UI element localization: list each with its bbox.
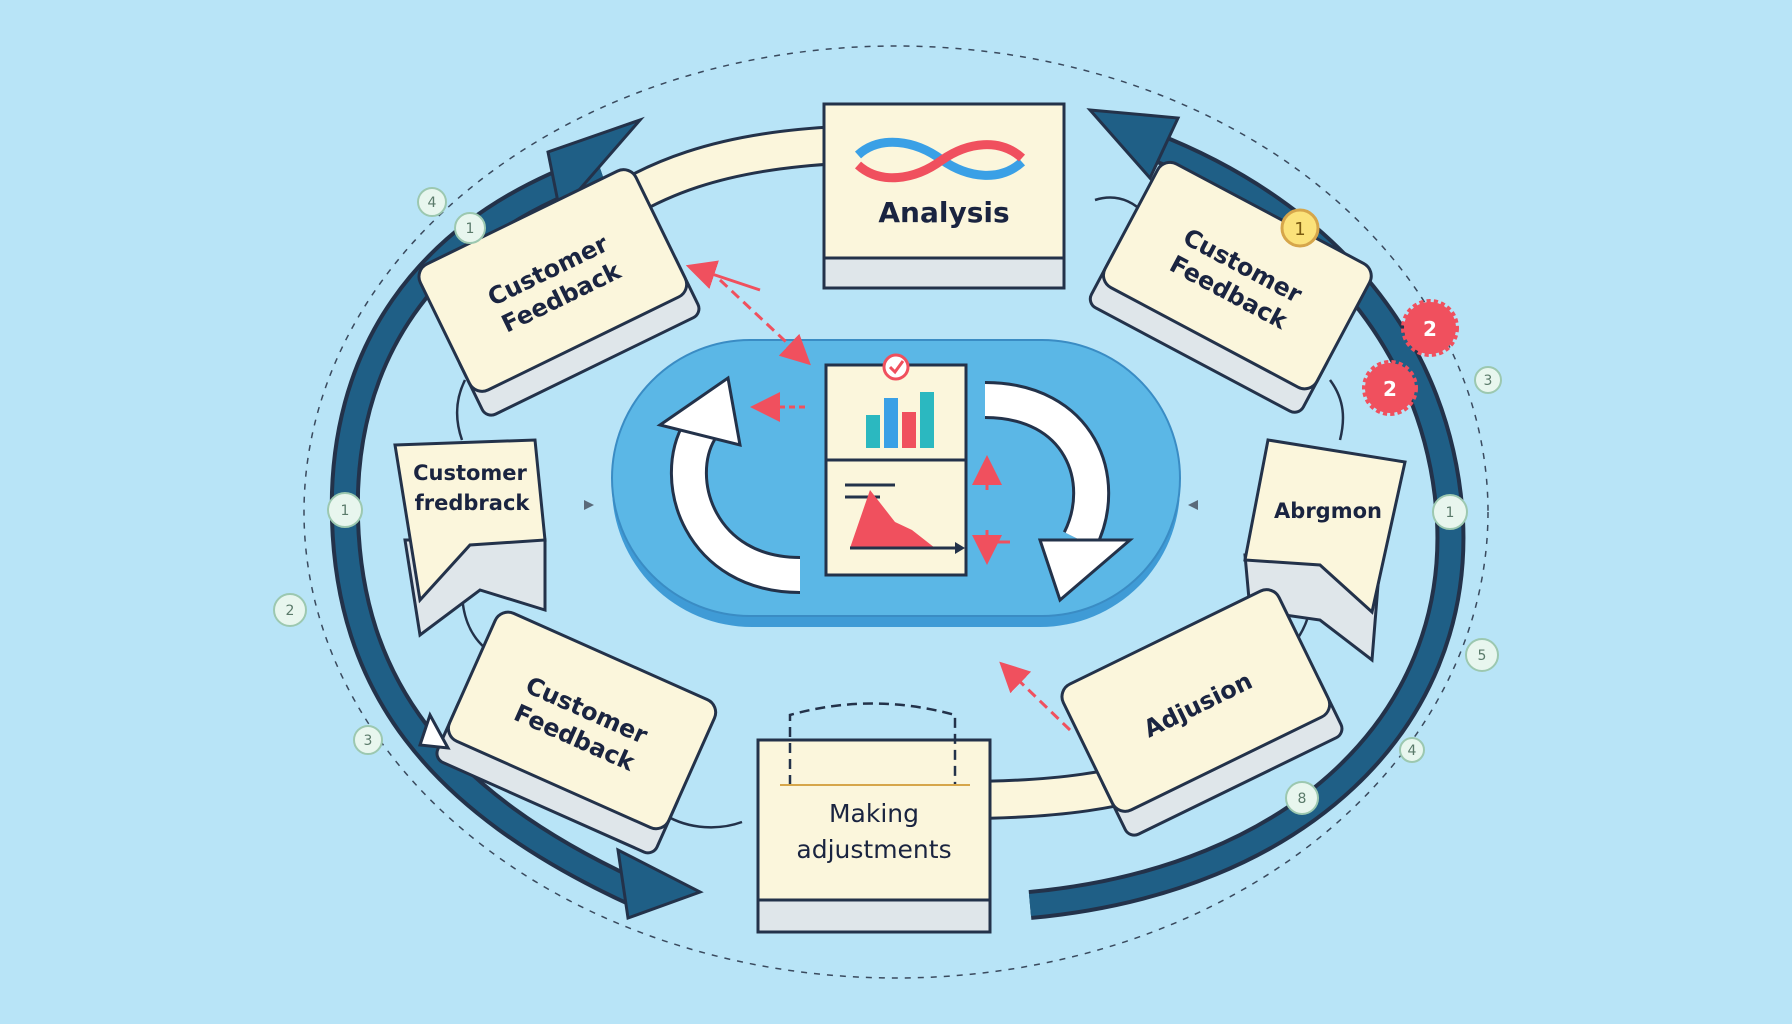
- right-pointer-icon: [1188, 500, 1198, 510]
- marker-left-mid: 1: [327, 492, 363, 528]
- red-pointer-arrows: [685, 260, 1072, 732]
- svg-text:2: 2: [286, 603, 295, 619]
- cycle-arrow-icon: [656, 375, 1135, 603]
- red-badge-upper-label: 2: [1423, 317, 1437, 341]
- svg-text:8: 8: [1298, 791, 1307, 807]
- marker-right-low: 5: [1465, 638, 1499, 672]
- feedback-left-line2: fredbrack: [415, 491, 531, 515]
- marker-top-left-b: 1: [454, 212, 486, 244]
- abrgmon-card: Abrgmon: [1243, 438, 1407, 663]
- infinity-icon: [854, 137, 1026, 183]
- feedback-card-top-right: Customer Feedback: [1088, 160, 1373, 414]
- area-chart-icon: [845, 483, 965, 554]
- svg-text:3: 3: [364, 733, 373, 749]
- yellow-badge-label: 1: [1294, 219, 1305, 240]
- marker-right-upper: 3: [1474, 366, 1502, 394]
- making-line1: Making: [829, 799, 919, 828]
- dashed-outer-ring: [303, 45, 1489, 979]
- making-adjustments-card: Making adjustments: [756, 702, 992, 934]
- adjusion-card: Adjusion: [1060, 588, 1344, 837]
- marker-right-bottom-a: 4: [1399, 737, 1425, 763]
- yellow-badge: 1: [1280, 208, 1320, 248]
- red-badge-lower-label: 2: [1383, 377, 1397, 401]
- svg-text:1: 1: [341, 503, 350, 519]
- svg-text:1: 1: [466, 221, 475, 237]
- abrgmon-label: Abrgmon: [1274, 499, 1382, 523]
- check-icon: [882, 353, 910, 381]
- red-badge-lower: 2: [1362, 360, 1418, 416]
- svg-text:4: 4: [428, 195, 437, 211]
- analysis-label: Analysis: [878, 196, 1009, 229]
- feedback-card-bottom-left: Customer Feedback: [435, 610, 718, 855]
- feedback-card-top-left: Customer Feedback: [417, 168, 701, 417]
- clipboard-icon: [824, 353, 968, 577]
- triangle-marker-icon: [417, 711, 451, 750]
- marker-top-left-a: 4: [417, 187, 447, 217]
- svg-text:4: 4: [1408, 743, 1417, 759]
- svg-text:1: 1: [1446, 505, 1455, 521]
- marker-left-low: 2: [273, 593, 307, 627]
- marker-left-bottom: 3: [353, 725, 383, 755]
- red-badge-upper: 2: [1401, 299, 1459, 357]
- svg-text:5: 5: [1478, 648, 1487, 664]
- feedback-left-line1: Customer: [413, 461, 527, 485]
- making-line2: adjustments: [796, 835, 951, 864]
- bar-chart-icon: [866, 392, 934, 448]
- feedback-card-left: Customer fredbrack: [393, 438, 547, 638]
- marker-right-bottom-b: 8: [1285, 781, 1319, 815]
- svg-text:3: 3: [1484, 373, 1493, 389]
- marker-right-mid: 1: [1432, 494, 1468, 530]
- step-markers: 4 1 1 2 3 3 1 5 4 8: [273, 187, 1502, 815]
- analysis-card: Analysis: [822, 102, 1066, 290]
- left-pointer-icon: [584, 500, 594, 510]
